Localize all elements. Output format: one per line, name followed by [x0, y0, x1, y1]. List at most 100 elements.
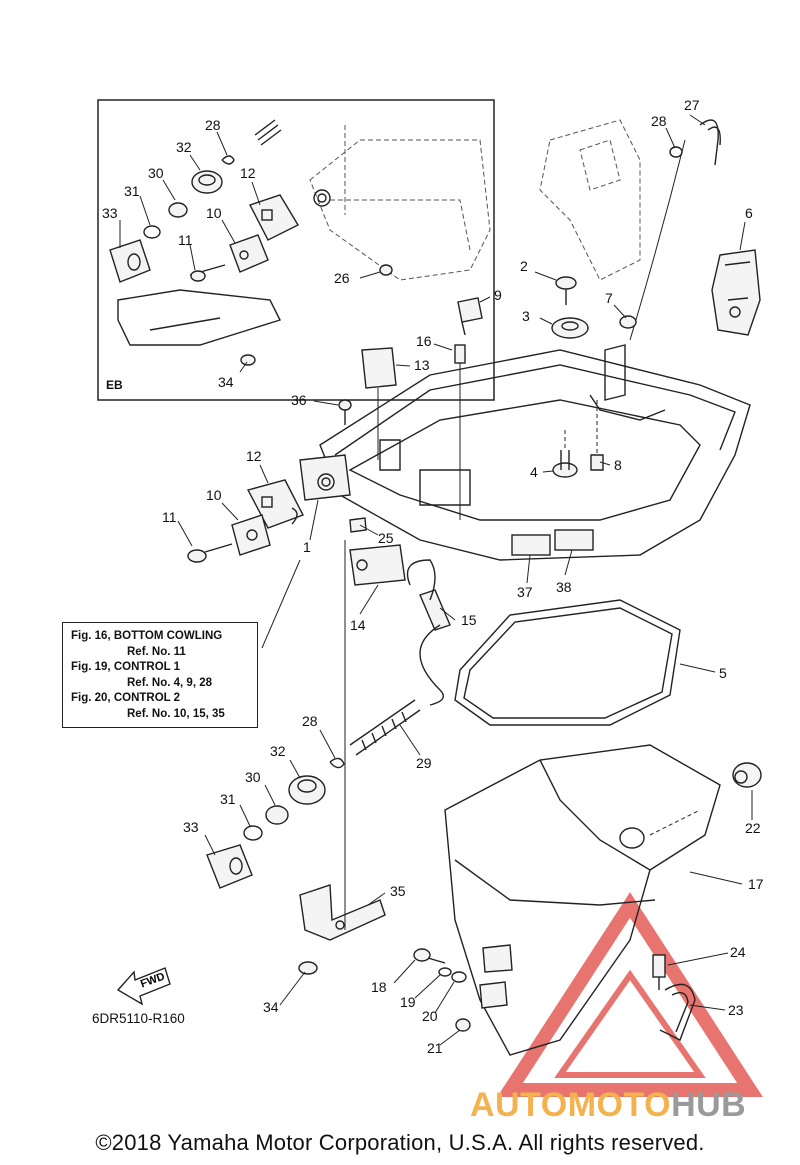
callout-22: 22	[745, 820, 761, 836]
callout-12: 12	[246, 448, 262, 464]
nut-21	[455, 1018, 471, 1032]
callout-10-inset: 10	[206, 205, 222, 221]
callout-30-inset: 30	[148, 165, 164, 181]
ref-line: Fig. 19, CONTROL 1	[71, 661, 181, 673]
callout-28-top: 28	[651, 113, 667, 129]
callout-10: 10	[206, 487, 222, 503]
inset-clip-28	[221, 155, 235, 165]
clamp-23	[659, 983, 696, 1041]
callout-32-inset: 32	[176, 139, 192, 155]
clip-28	[329, 757, 345, 769]
washer-20	[451, 971, 467, 983]
callout-25: 25	[378, 530, 394, 546]
copyright-notice: ©2018 Yamaha Motor Corporation, U.S.A. A…	[95, 1130, 705, 1155]
callout-2: 2	[520, 258, 528, 274]
inset-bolt-11	[189, 264, 226, 282]
ref-line: Fig. 20, CONTROL 2	[71, 692, 181, 704]
callout-38: 38	[556, 579, 572, 595]
plate-10	[231, 514, 271, 556]
callout-5: 5	[719, 665, 727, 681]
callout-36: 36	[291, 392, 307, 408]
throttle-body	[539, 119, 641, 281]
knob-32	[288, 775, 326, 805]
fitting-8	[590, 400, 604, 471]
bolt-2	[555, 276, 577, 305]
washer-30	[265, 805, 289, 825]
reference-box: Fig. 16, BOTTOM COWLING Ref. No. 11 Fig.…	[62, 622, 258, 728]
connector-15	[406, 559, 451, 706]
seal-25	[349, 517, 367, 533]
callout-18: 18	[371, 979, 387, 995]
callout-34-inset: 34	[218, 374, 234, 390]
fwd-arrow-icon: FWD	[116, 967, 171, 1006]
watermark-part-a: AUTOMOTO	[470, 1086, 672, 1124]
inset-holder-33	[109, 239, 151, 283]
callout-30: 30	[245, 769, 261, 785]
ref-line: Ref. No. 11	[127, 645, 186, 658]
inset-plate-10	[229, 234, 269, 273]
inset-bracket-12	[249, 194, 299, 241]
callout-31: 31	[220, 791, 236, 807]
part-13	[361, 347, 397, 460]
grommet-22	[732, 762, 762, 788]
callout-28: 28	[302, 713, 318, 729]
inset-screw-34	[240, 354, 256, 366]
lower-cowling-17	[444, 744, 721, 1056]
callout-34: 34	[263, 999, 279, 1015]
label-plate-37	[511, 534, 551, 556]
callout-11-inset: 11	[178, 232, 193, 248]
bolt-7	[619, 315, 637, 329]
callout-13: 13	[414, 357, 430, 373]
grommet-3	[551, 317, 589, 339]
callout-19: 19	[400, 994, 416, 1010]
callout-33-inset: 33	[102, 205, 118, 221]
hinge-brackets	[479, 944, 513, 1009]
watermark-text: AUTOMOTOHUB	[470, 1086, 746, 1125]
callout-12-inset: 12	[240, 165, 256, 181]
diagram-code: 6DR5110-R160	[92, 1011, 185, 1026]
front-port-1	[299, 454, 351, 501]
part-9	[457, 297, 483, 336]
callout-29: 29	[416, 755, 432, 771]
callout-16: 16	[416, 333, 432, 349]
callout-31-inset: 31	[124, 183, 140, 199]
holder-33	[206, 844, 253, 889]
washer-19	[438, 967, 452, 977]
callout-8: 8	[614, 457, 622, 473]
callout-20: 20	[422, 1008, 438, 1024]
bracket-35	[299, 884, 386, 941]
callout-11: 11	[162, 509, 177, 525]
callout-27: 27	[684, 97, 700, 113]
inset-bolt-26	[379, 264, 393, 276]
ref-line: Fig. 16, BOTTOM COWLING	[71, 630, 223, 642]
callout-37: 37	[517, 584, 533, 600]
part-16	[454, 344, 466, 520]
cable-29	[349, 699, 421, 756]
grommet-4	[552, 430, 578, 478]
callout-26: 26	[334, 270, 350, 286]
inset-lower-bracket	[117, 289, 281, 346]
callout-32: 32	[270, 743, 286, 759]
callout-3: 3	[522, 308, 530, 324]
clip-28-top	[669, 146, 683, 158]
callout-1: 1	[303, 539, 311, 555]
label-plate-38	[554, 529, 594, 551]
inset-engine-bracket	[309, 125, 491, 281]
leader-lines	[119, 114, 753, 1046]
inset-tag-eb: EB	[106, 378, 123, 392]
watermark-part-b: HUB	[671, 1086, 747, 1124]
lever-plate-6	[711, 249, 761, 336]
inset-spring-pin	[254, 119, 282, 146]
callout-17: 17	[748, 876, 764, 892]
hose-27	[629, 119, 721, 341]
fitting-24	[652, 954, 666, 990]
bolt-36	[338, 399, 352, 425]
callout-7: 7	[605, 290, 613, 306]
callout-14: 14	[350, 617, 366, 633]
callout-6: 6	[745, 205, 753, 221]
washer-31	[243, 825, 263, 841]
bolt-11	[187, 543, 233, 563]
callout-35: 35	[390, 883, 406, 899]
switch-panel-14	[349, 544, 406, 586]
inset-washer-31	[143, 225, 161, 239]
